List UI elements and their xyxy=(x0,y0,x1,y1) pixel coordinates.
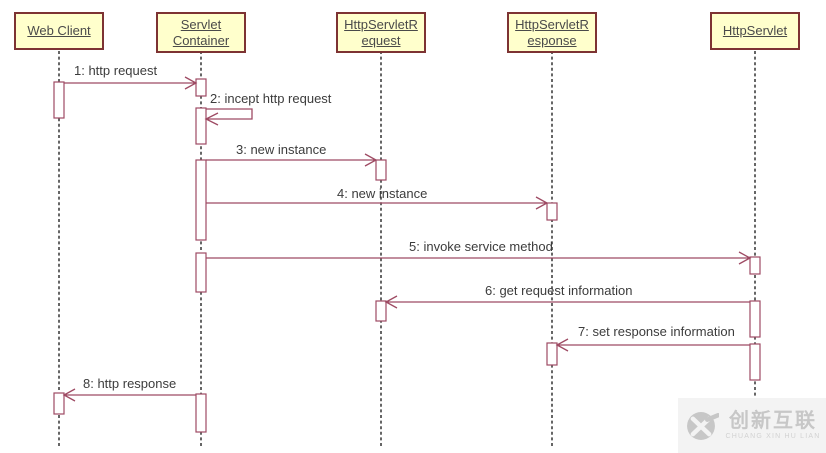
message-label-7: 7: set response information xyxy=(578,324,735,339)
message-arrow-2-self xyxy=(204,108,253,126)
activation-http-servlet-response-2 xyxy=(546,342,558,366)
message-label-5: 5: invoke service method xyxy=(409,239,553,254)
actor-web-client: Web Client xyxy=(14,12,104,50)
activation-servlet-container-2 xyxy=(195,107,207,145)
message-arrow-1 xyxy=(64,76,198,90)
message-label-4: 4: new instance xyxy=(337,186,428,201)
message-arrow-8 xyxy=(62,388,196,402)
activation-http-servlet-2 xyxy=(749,300,761,338)
activation-http-servlet-request-1 xyxy=(375,159,387,181)
activation-http-servlet-request-2 xyxy=(375,300,387,322)
actor-http-servlet-response: HttpServletR esponse xyxy=(507,12,597,53)
watermark-brand: 创新互联 xyxy=(729,410,817,432)
watermark: 创新互联 CHUANG XIN HU LIAN xyxy=(678,398,826,453)
watermark-text: 创新互联 CHUANG XIN HU LIAN xyxy=(725,410,821,441)
activation-servlet-container-4 xyxy=(195,252,207,293)
activation-http-servlet-3 xyxy=(749,343,761,381)
actor-http-servlet: HttpServlet xyxy=(710,12,800,50)
brand-logo-icon xyxy=(687,411,720,440)
message-arrow-5 xyxy=(206,251,752,265)
activation-servlet-container-1 xyxy=(195,78,207,97)
message-arrow-6 xyxy=(384,295,750,309)
message-label-6: 6: get request information xyxy=(485,283,633,298)
actor-servlet-container: Servlet Container xyxy=(156,12,246,53)
activation-web-client-1 xyxy=(53,81,65,119)
message-arrow-4 xyxy=(206,196,549,210)
message-label-2: 2: incept http request xyxy=(210,91,332,106)
message-arrow-7 xyxy=(555,338,750,352)
activation-web-client-2 xyxy=(53,392,65,415)
message-label-3: 3: new instance xyxy=(236,142,327,157)
message-label-1: 1: http request xyxy=(74,63,158,78)
activation-http-servlet-response-1 xyxy=(546,202,558,221)
message-label-8: 8: http response xyxy=(83,376,177,391)
watermark-subtext: CHUANG XIN HU LIAN xyxy=(725,433,821,440)
actor-http-servlet-request: HttpServletR equest xyxy=(336,12,426,53)
activation-servlet-container-5 xyxy=(195,393,207,433)
message-arrow-3 xyxy=(206,153,378,167)
activation-servlet-container-3 xyxy=(195,159,207,241)
activation-http-servlet-1 xyxy=(749,256,761,275)
